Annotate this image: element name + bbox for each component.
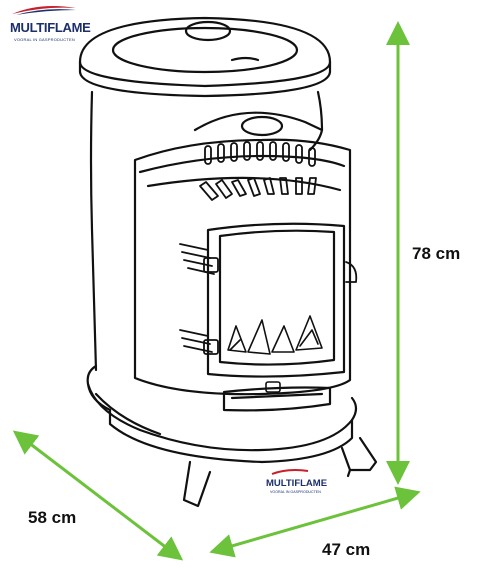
width-label: 47 cm — [322, 540, 371, 559]
depth-arrow — [12, 430, 184, 561]
fire-window — [206, 222, 346, 378]
stove-lid — [78, 16, 332, 98]
stove-legs — [182, 436, 378, 508]
base-brand-tagline: VOORAL IN GASPRODUCTEN — [270, 490, 321, 494]
height-label: 78 cm — [412, 244, 461, 263]
base-brand-name: MULTIFLAME — [266, 478, 327, 489]
depth-label: 58 cm — [28, 508, 77, 527]
brand-logo: MULTIFLAME VOORAL IN GASPRODUCTEN — [8, 4, 91, 52]
brand-name: MULTIFLAME — [10, 20, 91, 35]
stove-base — [86, 364, 358, 464]
flame-icons — [227, 315, 323, 355]
brand-tagline: VOORAL IN GASPRODUCTEN — [14, 37, 75, 42]
stove-body — [89, 90, 324, 372]
swoosh-icon — [12, 6, 76, 15]
stove-front-panel — [133, 111, 352, 396]
base-logo: MULTIFLAME VOORAL IN GASPRODUCTEN — [266, 469, 327, 494]
control-drawer — [222, 381, 332, 412]
width-arrow — [209, 486, 421, 558]
stove-side-handles — [179, 243, 358, 355]
